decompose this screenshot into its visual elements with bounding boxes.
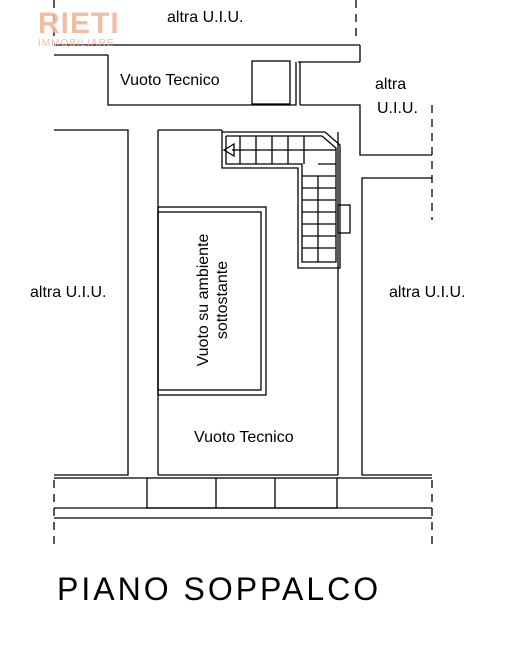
wall-left-unit	[54, 129, 129, 476]
logo: RIETI IMMOBILIARE	[38, 8, 138, 50]
label-void-above-room: Vuoto su ambiente sottostante	[194, 234, 232, 367]
stair-inner	[225, 135, 337, 263]
void-above-inner	[157, 211, 262, 391]
page-title: PIANO SOPPALCO	[57, 571, 382, 607]
bottom-compartments	[146, 477, 338, 509]
label-technical-void-top: Vuoto Tecnico	[120, 72, 220, 89]
wall-right-unit	[361, 177, 432, 476]
technical-void-top-outline	[107, 55, 297, 106]
label-left-other-unit: altra U.I.U.	[30, 284, 107, 301]
label-void-above-line2: sottostante	[214, 260, 231, 340]
wall-corridor-right	[300, 104, 432, 156]
label-right-top-other-unit-line1: altra	[375, 76, 407, 93]
stair-post	[337, 204, 351, 234]
label-right-other-unit: altra U.I.U.	[389, 284, 466, 301]
label-right-top-other-unit-line2: U.I.U.	[377, 100, 418, 117]
label-top-other-unit: altra U.I.U.	[167, 9, 244, 26]
stair-outline	[221, 130, 341, 269]
logo-tagline: IMMOBILIARE	[38, 38, 115, 49]
logo-name: RIETI	[38, 7, 120, 40]
technical-void-top-box	[251, 60, 291, 105]
stair-arrow-icon	[222, 142, 235, 158]
label-void-above-line1: Vuoto su ambiente	[195, 233, 212, 367]
label-technical-void-bottom: Vuoto Tecnico	[194, 429, 294, 446]
